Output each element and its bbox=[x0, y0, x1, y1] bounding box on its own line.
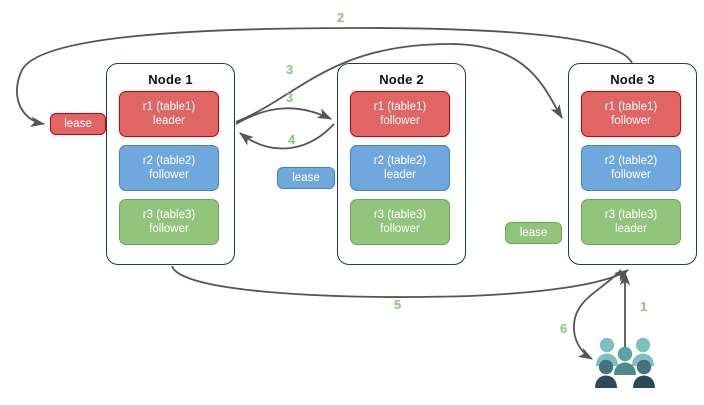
replica-node1-r2[interactable]: r2 (table2) follower bbox=[119, 145, 219, 191]
replica-node2-r2[interactable]: r2 (table2) leader bbox=[350, 145, 450, 191]
replica-name: r1 (table1) bbox=[373, 101, 427, 113]
edge-label-2: 2 bbox=[337, 10, 345, 25]
replica-role: leader bbox=[153, 115, 185, 127]
users-group-icon bbox=[595, 337, 655, 388]
node-container-2[interactable]: Node 2 r1 (table1) follower r2 (table2) … bbox=[337, 63, 466, 265]
replica-role: follower bbox=[149, 169, 189, 181]
edge-4-path bbox=[239, 123, 335, 150]
lease-label: lease bbox=[64, 118, 92, 130]
node-container-3[interactable]: Node 3 r1 (table1) follower r2 (table2) … bbox=[568, 63, 697, 265]
lease-label: lease bbox=[292, 172, 320, 184]
replica-role: leader bbox=[384, 169, 416, 181]
edge-5-path bbox=[171, 265, 629, 298]
replica-node3-r2[interactable]: r2 (table2) follower bbox=[581, 145, 681, 191]
node-title-3: Node 3 bbox=[610, 72, 655, 87]
replica-node3-r3[interactable]: r3 (table3) leader bbox=[581, 199, 681, 245]
replica-node1-r1[interactable]: r1 (table1) leader bbox=[119, 91, 219, 137]
replica-role: follower bbox=[380, 115, 420, 127]
edge-label-3b: 3 bbox=[286, 90, 294, 105]
lease-badge-r2[interactable]: lease bbox=[277, 167, 335, 189]
replica-node1-r3[interactable]: r3 (table3) follower bbox=[119, 199, 219, 245]
node-title-2: Node 2 bbox=[379, 72, 424, 87]
replica-role: follower bbox=[611, 115, 651, 127]
replica-role: follower bbox=[380, 223, 420, 235]
replica-role: follower bbox=[149, 223, 189, 235]
replica-node2-r3[interactable]: r3 (table3) follower bbox=[350, 199, 450, 245]
replica-name: r2 (table2) bbox=[373, 155, 427, 167]
replica-role: leader bbox=[615, 223, 647, 235]
replica-name: r2 (table2) bbox=[142, 155, 196, 167]
edge-label-6: 6 bbox=[560, 321, 568, 336]
edge-label-5: 5 bbox=[394, 297, 402, 312]
replica-name: r1 (table1) bbox=[142, 101, 196, 113]
replica-name: r3 (table3) bbox=[604, 209, 658, 221]
replica-role: follower bbox=[611, 169, 651, 181]
edge-label-3a: 3 bbox=[286, 62, 294, 77]
replica-node2-r1[interactable]: r1 (table1) follower bbox=[350, 91, 450, 137]
node-container-1[interactable]: Node 1 r1 (table1) leader r2 (table2) fo… bbox=[106, 63, 235, 265]
replica-node3-r1[interactable]: r1 (table1) follower bbox=[581, 91, 681, 137]
edge-label-1: 1 bbox=[640, 299, 648, 314]
node-title-1: Node 1 bbox=[148, 72, 193, 87]
edge-3-lower-path bbox=[235, 107, 332, 125]
replica-name: r3 (table3) bbox=[373, 209, 427, 221]
lease-label: lease bbox=[519, 227, 548, 239]
lease-badge-r1[interactable]: lease bbox=[50, 113, 106, 135]
replica-name: r1 (table1) bbox=[604, 101, 658, 113]
edge-label-4: 4 bbox=[288, 132, 296, 147]
replica-name: r2 (table2) bbox=[604, 155, 658, 167]
replica-name: r3 (table3) bbox=[142, 209, 196, 221]
lease-badge-r3[interactable]: lease bbox=[505, 222, 562, 244]
